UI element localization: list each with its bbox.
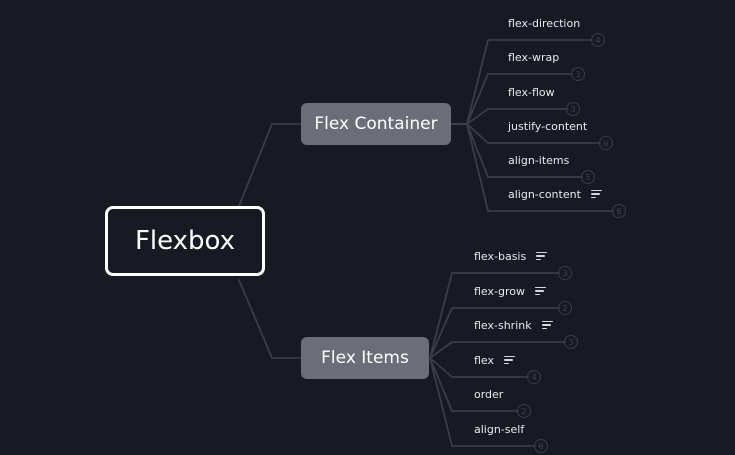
leaf-node-flex-basis[interactable]: flex-basis bbox=[474, 248, 548, 264]
connector-root-to-flex-items bbox=[238, 279, 302, 359]
leaf-node-flex-flow[interactable]: flex-flow bbox=[508, 84, 555, 100]
note-lines-icon[interactable] bbox=[536, 252, 548, 260]
connector-root-to-flex-container bbox=[238, 123, 302, 207]
branch-node-flex-container[interactable]: Flex Container bbox=[301, 103, 451, 145]
badge-count: 2 bbox=[521, 406, 527, 416]
leaf-node-label: flex-shrink bbox=[474, 318, 532, 332]
branch-node-label: Flex Items bbox=[321, 348, 409, 368]
leaf-node-label: flex-wrap bbox=[508, 50, 560, 64]
leaf-node-label: flex-flow bbox=[508, 85, 555, 99]
leaf-node-justify-content[interactable]: justify-content bbox=[508, 118, 587, 134]
leaf-node-flex-grow[interactable]: flex-grow bbox=[474, 283, 546, 299]
leaf-node-label: flex-grow bbox=[474, 284, 525, 298]
badge-count: 6 bbox=[538, 441, 544, 451]
badge-count: 3 bbox=[568, 337, 574, 347]
leaf-node-label: flex-basis bbox=[474, 249, 527, 263]
collapse-count-badge[interactable]: 6 bbox=[599, 136, 613, 150]
leaf-node-flex-shrink[interactable]: flex-shrink bbox=[474, 317, 553, 333]
leaf-node-label: flex bbox=[474, 353, 495, 367]
leaf-node-align-self[interactable]: align-self bbox=[474, 421, 524, 437]
connector-items-leaf-1 bbox=[428, 307, 560, 359]
badge-count: 3 bbox=[570, 104, 576, 114]
collapse-count-badge[interactable]: 2 bbox=[558, 301, 572, 315]
leaf-node-label: align-items bbox=[508, 153, 570, 167]
leaf-node-label: flex-direction bbox=[508, 16, 581, 30]
leaf-node-label: align-self bbox=[474, 422, 525, 436]
leaf-node-flex[interactable]: flex bbox=[474, 352, 516, 368]
badge-count: 4 bbox=[531, 372, 537, 382]
note-lines-icon[interactable] bbox=[534, 287, 546, 295]
branch-node-label: Flex Container bbox=[314, 114, 438, 134]
badge-count: 5 bbox=[585, 172, 591, 182]
leaf-node-flex-direction[interactable]: flex-direction bbox=[508, 15, 580, 31]
leaf-node-label: align-content bbox=[508, 187, 581, 201]
leaf-node-order[interactable]: order bbox=[474, 386, 503, 402]
collapse-count-badge[interactable]: 6 bbox=[534, 439, 548, 453]
badge-count: 2 bbox=[562, 303, 568, 313]
leaf-node-label: justify-content bbox=[508, 119, 588, 133]
branch-node-flex-items[interactable]: Flex Items bbox=[301, 337, 429, 379]
badge-count: 6 bbox=[616, 206, 622, 216]
collapse-count-badge[interactable]: 5 bbox=[581, 170, 595, 184]
collapse-count-badge[interactable]: 2 bbox=[517, 404, 531, 418]
connector-items-leaf-5 bbox=[428, 357, 536, 447]
leaf-node-flex-wrap[interactable]: flex-wrap bbox=[508, 49, 559, 65]
badge-count: 4 bbox=[595, 35, 601, 45]
collapse-count-badge[interactable]: 3 bbox=[571, 67, 585, 81]
leaf-node-align-items[interactable]: align-items bbox=[508, 152, 569, 168]
badge-count: 3 bbox=[562, 268, 568, 278]
collapse-count-badge[interactable]: 3 bbox=[558, 266, 572, 280]
badge-count: 3 bbox=[575, 69, 581, 79]
collapse-count-badge[interactable]: 3 bbox=[564, 335, 578, 349]
root-node-flexbox[interactable]: Flexbox bbox=[105, 206, 265, 276]
leaf-node-label: order bbox=[474, 387, 504, 401]
collapse-count-badge[interactable]: 6 bbox=[612, 204, 626, 218]
badge-count: 6 bbox=[603, 138, 609, 148]
collapse-count-badge[interactable]: 3 bbox=[566, 102, 580, 116]
note-lines-icon[interactable] bbox=[504, 356, 516, 364]
root-node-label: Flexbox bbox=[134, 226, 236, 256]
collapse-count-badge[interactable]: 4 bbox=[527, 370, 541, 384]
note-lines-icon[interactable] bbox=[541, 321, 553, 329]
leaf-node-align-content[interactable]: align-content bbox=[508, 186, 602, 202]
connector-container-leaf-5 bbox=[450, 123, 614, 212]
collapse-count-badge[interactable]: 4 bbox=[591, 33, 605, 47]
note-lines-icon[interactable] bbox=[590, 190, 602, 198]
